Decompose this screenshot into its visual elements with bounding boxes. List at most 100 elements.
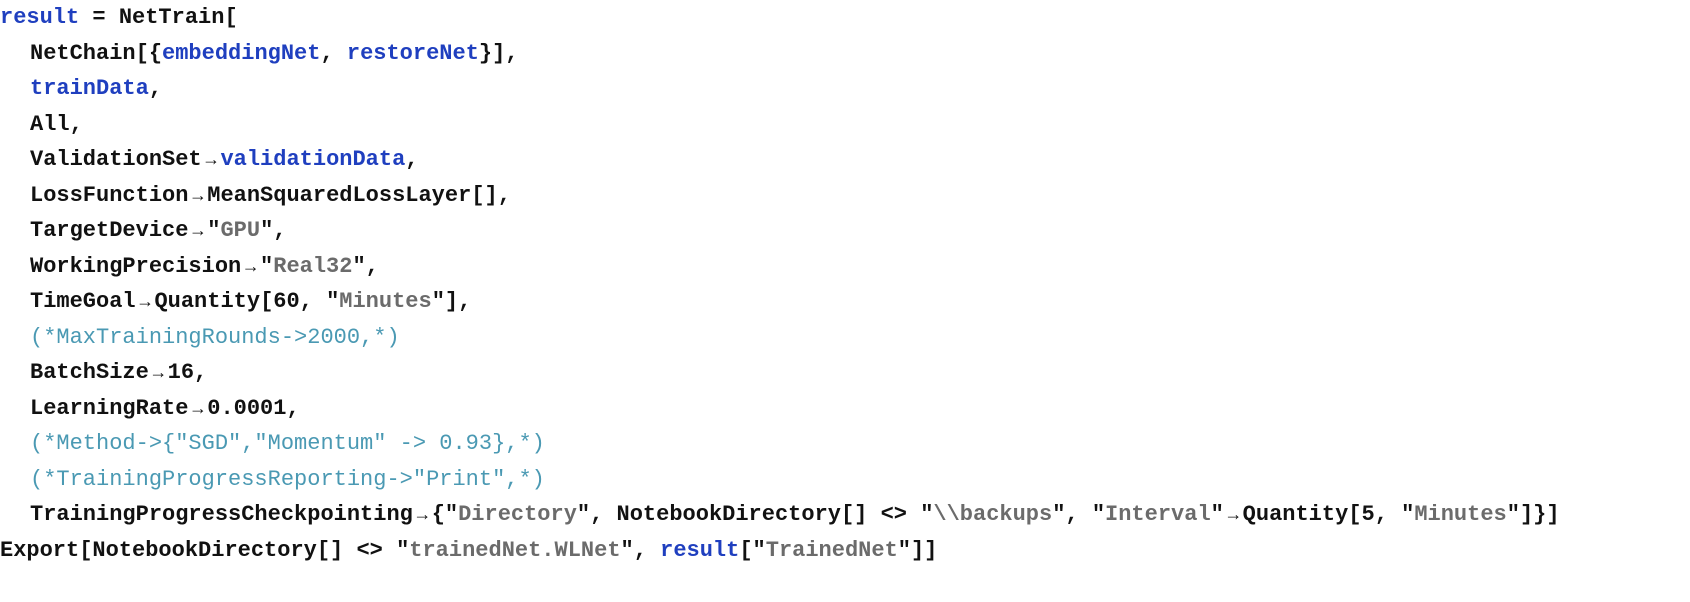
- code-line[interactable]: result = NetTrain[: [0, 0, 1560, 36]
- code-punctuation: ,: [1065, 502, 1092, 527]
- code-symbol: 16: [167, 360, 195, 385]
- code-line[interactable]: TargetDevice→"GPU",: [0, 213, 1560, 249]
- code-line[interactable]: LossFunction→MeanSquaredLossLayer[],: [0, 178, 1560, 214]
- code-line[interactable]: All,: [0, 107, 1560, 143]
- code-quote: ": [897, 537, 911, 563]
- code-quote: ": [352, 253, 366, 279]
- code-line[interactable]: TrainingProgressCheckpointing→{"Director…: [0, 497, 1560, 533]
- code-quote: ": [431, 289, 445, 314]
- code-punctuation: [{: [135, 40, 163, 66]
- rule-arrow-icon: →: [139, 293, 151, 313]
- code-punctuation: ,: [365, 253, 379, 279]
- code-string: Directory: [458, 502, 577, 527]
- code-symbol: NotebookDirectory: [92, 537, 317, 563]
- code-punctuation: ,: [590, 502, 617, 527]
- code-comment: (*Method->{"SGD","Momentum" -> 0.93},*): [30, 431, 545, 456]
- code-symbol: TimeGoal: [30, 289, 136, 314]
- code-symbol: MeanSquaredLossLayer: [207, 182, 472, 208]
- code-punctuation: ,: [320, 40, 347, 66]
- code-punctuation: ,: [405, 147, 419, 172]
- code-punctuation: ,: [69, 111, 83, 137]
- code-symbol: ValidationSet: [30, 147, 202, 172]
- rule-arrow-icon: →: [152, 364, 164, 384]
- code-punctuation: [60,: [260, 289, 327, 314]
- code-quote: ": [396, 537, 410, 563]
- code-symbol: All: [30, 111, 70, 137]
- code-input-cell[interactable]: result = NetTrain[NetChain[{embeddingNet…: [0, 0, 1560, 568]
- code-quote: ": [1091, 502, 1106, 527]
- code-variable: restoreNet: [346, 40, 479, 66]
- code-symbol: Quantity: [154, 289, 261, 314]
- code-punctuation: [: [224, 5, 238, 30]
- code-symbol: NetChain: [30, 40, 136, 66]
- code-quote: ": [207, 218, 221, 243]
- code-quote: ": [1210, 502, 1224, 527]
- code-punctuation: ,: [148, 76, 163, 101]
- code-quote: ": [1401, 502, 1415, 527]
- code-punctuation: [],: [471, 182, 511, 208]
- rule-arrow-icon: →: [245, 257, 257, 278]
- code-string: Interval: [1105, 502, 1211, 527]
- code-punctuation: ,: [194, 360, 208, 385]
- code-string: \\backups: [933, 502, 1053, 527]
- code-punctuation: ]]: [910, 537, 938, 563]
- code-line[interactable]: NetChain[{embeddingNet, restoreNet}],: [0, 36, 1560, 72]
- code-punctuation: ,: [273, 218, 287, 243]
- code-line[interactable]: ValidationSet→validationData,: [0, 142, 1560, 178]
- code-symbol: LearningRate: [30, 395, 189, 421]
- code-string: Minutes: [339, 289, 432, 314]
- code-line[interactable]: (*MaxTrainingRounds->2000,*): [0, 320, 1560, 356]
- code-string: trainedNet.WLNet: [409, 537, 621, 563]
- code-symbol: TargetDevice: [30, 218, 189, 243]
- rule-arrow-icon: →: [1227, 506, 1239, 526]
- code-symbol: LossFunction: [30, 182, 189, 208]
- code-line[interactable]: LearningRate→0.0001,: [0, 391, 1560, 427]
- code-punctuation: [: [79, 537, 93, 563]
- code-line[interactable]: trainData,: [0, 71, 1560, 107]
- code-quote: ": [1506, 502, 1520, 527]
- code-symbol: WorkingPrecision: [30, 253, 242, 279]
- code-variable: validationData: [220, 147, 406, 172]
- code-punctuation: ]}]: [1519, 502, 1560, 527]
- rule-arrow-icon: →: [192, 186, 204, 207]
- code-symbol: NetTrain: [118, 5, 225, 30]
- code-variable: trainData: [30, 76, 149, 101]
- rule-arrow-icon: →: [192, 399, 204, 420]
- code-line[interactable]: WorkingPrecision→"Real32",: [0, 249, 1560, 285]
- code-punctuation: =: [79, 5, 119, 30]
- code-variable: embeddingNet: [162, 40, 321, 66]
- code-quote: ": [620, 537, 634, 563]
- code-symbol: Export: [0, 537, 80, 563]
- code-string: TrainedNet: [765, 537, 898, 563]
- code-line[interactable]: (*TrainingProgressReporting->"Print",*): [0, 462, 1560, 498]
- code-variable: result: [660, 537, 740, 563]
- code-symbol: BatchSize: [30, 360, 149, 385]
- code-symbol: 0.0001: [207, 395, 287, 421]
- code-quote: ": [444, 502, 459, 527]
- code-punctuation: [: [739, 537, 753, 563]
- code-comment: (*MaxTrainingRounds->2000,*): [30, 324, 400, 350]
- code-punctuation: [] <>: [316, 537, 397, 563]
- code-punctuation: {: [431, 502, 445, 527]
- code-variable: result: [0, 5, 80, 30]
- code-string: Real32: [273, 253, 353, 279]
- code-punctuation: [5,: [1348, 502, 1402, 527]
- code-symbol: NotebookDirectory: [616, 502, 841, 527]
- code-string: GPU: [220, 218, 261, 243]
- code-quote: ": [260, 253, 274, 279]
- code-punctuation: ,: [633, 537, 661, 563]
- code-line[interactable]: Export[NotebookDirectory[] <> "trainedNe…: [0, 533, 1560, 569]
- code-line[interactable]: BatchSize→16,: [0, 355, 1560, 391]
- code-quote: ": [326, 289, 340, 314]
- code-quote: ": [1052, 502, 1066, 527]
- code-quote: ": [576, 502, 591, 527]
- code-punctuation: [] <>: [840, 502, 921, 527]
- code-quote: ": [260, 218, 274, 243]
- code-line[interactable]: TimeGoal→Quantity[60, "Minutes"],: [0, 284, 1560, 320]
- code-line[interactable]: (*Method->{"SGD","Momentum" -> 0.93},*): [0, 426, 1560, 462]
- code-quote: ": [752, 537, 766, 563]
- rule-arrow-icon: →: [416, 506, 428, 526]
- rule-arrow-icon: →: [205, 151, 217, 171]
- code-comment: (*TrainingProgressReporting->"Print",*): [30, 466, 545, 492]
- code-punctuation: }],: [478, 40, 519, 66]
